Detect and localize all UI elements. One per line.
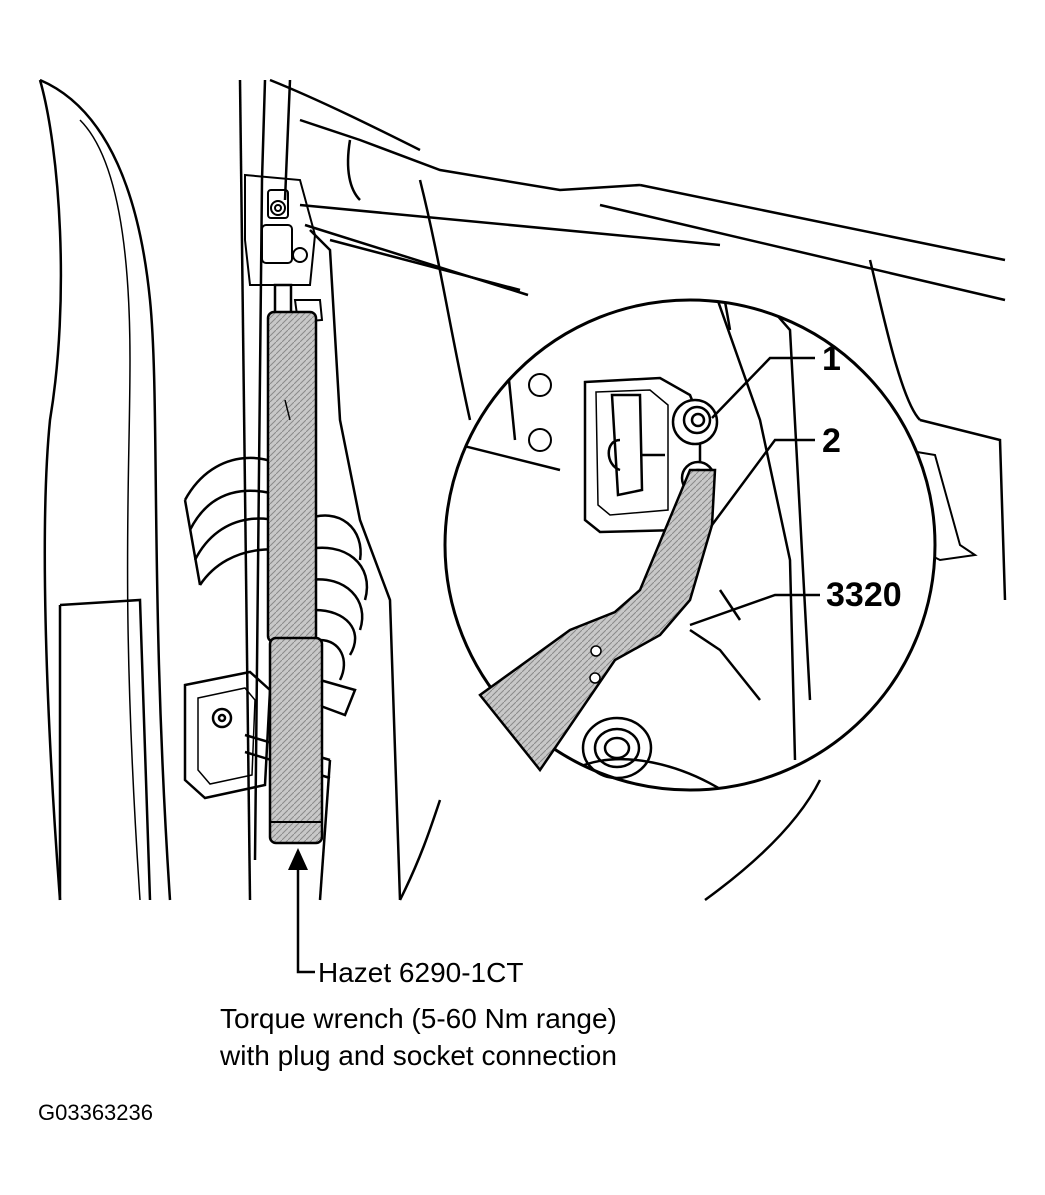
caption-tool-description: Torque wrench (5-60 Nm range) [220,1003,617,1034]
callout-label-3320: 3320 [826,576,902,614]
callout-label-2: 2 [822,422,841,460]
vehicle-body-outline [38,78,1007,902]
magnifier-connector [299,203,721,297]
callout-label-1: 1 [822,340,841,378]
detail-magnifier [443,298,937,792]
upper-hinge [244,173,324,324]
caption-tool-connection: with plug and socket connection [219,1040,617,1071]
round-grommet [581,716,653,780]
caption-tool-name: Hazet 6290-1CT [318,957,523,988]
callout-leaders [689,356,820,627]
figure-id: G03363236 [38,1100,153,1125]
torque-wrench [266,283,324,845]
wrench-arrow [288,848,315,974]
